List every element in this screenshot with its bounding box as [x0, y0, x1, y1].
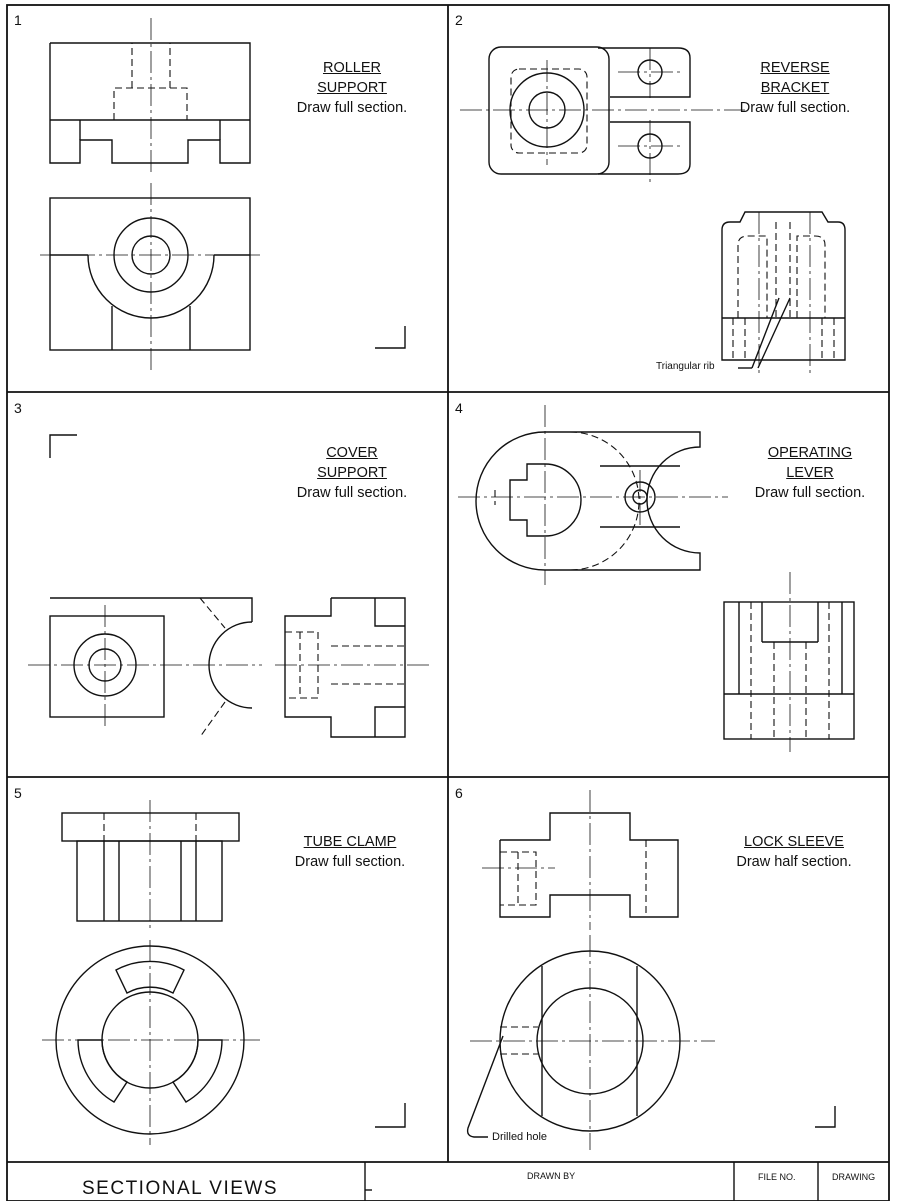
problem-title-line: LEVER — [786, 465, 834, 481]
reverse-bracket-top-view — [460, 46, 745, 185]
roller-support-corner-mark — [375, 326, 406, 349]
drawn-by-label: DRAWN BY — [527, 1171, 576, 1181]
problem-instruction: Draw full section. — [294, 854, 406, 870]
roller-support-top-view — [40, 183, 262, 372]
lock-sleeve-corner-mark — [815, 1106, 836, 1128]
lock-sleeve-front-view — [482, 790, 679, 930]
roller-support-label: ROLLER SUPPORT Draw full section. — [286, 58, 418, 118]
problem-title-line: LOCK SLEEVE — [744, 834, 844, 850]
file-no-label: FILE NO. — [758, 1172, 796, 1182]
problem-title-line: SUPPORT — [317, 80, 387, 96]
problem-instruction: Draw full section. — [739, 100, 851, 116]
title-block-lines — [364, 1162, 819, 1201]
cover-support-corner-mark — [49, 434, 77, 458]
problem-instruction: Draw full section. — [754, 485, 866, 501]
problem-number-3: 3 — [14, 400, 22, 416]
tube-clamp-top-view — [42, 940, 260, 1145]
roller-support-front-view — [49, 18, 251, 172]
cover-support-side-view — [275, 597, 430, 738]
problem-number-1: 1 — [14, 12, 22, 28]
lock-sleeve-top-view — [466, 935, 715, 1150]
problem-title-line: BRACKET — [760, 80, 830, 96]
problem-title-line: SUPPORT — [317, 465, 387, 481]
triangular-rib-note: Triangular rib — [656, 361, 715, 372]
tube-clamp-corner-mark — [375, 1103, 406, 1128]
problem-number-2: 2 — [455, 12, 463, 28]
tube-clamp-label: TUBE CLAMP Draw full section. — [282, 832, 418, 872]
problem-title-line: REVERSE — [760, 60, 830, 76]
sheet-frame — [6, 4, 890, 1201]
problem-instruction: Draw half section. — [736, 854, 852, 870]
lock-sleeve-label: LOCK SLEEVE Draw half section. — [724, 832, 864, 872]
operating-lever-label: OPERATING LEVER Draw full section. — [742, 443, 878, 503]
problem-instruction: Draw full section. — [296, 485, 408, 501]
drawing-label: DRAWING — [832, 1172, 876, 1182]
problem-number-6: 6 — [455, 785, 463, 801]
problem-title-line: TUBE CLAMP — [303, 834, 397, 850]
cover-support-label: COVER SUPPORT Draw full section. — [286, 443, 418, 503]
problem-number-5: 5 — [14, 785, 22, 801]
problem-title-line: ROLLER — [322, 60, 382, 76]
problem-instruction: Draw full section. — [296, 100, 408, 116]
reverse-bracket-label: REVERSE BRACKET Draw full section. — [728, 58, 862, 118]
problem-title-line: COVER — [326, 445, 378, 461]
operating-lever-top-view — [458, 405, 728, 585]
sheet-title: SECTIONAL VIEWS — [82, 1178, 278, 1199]
operating-lever-front-view — [723, 572, 855, 752]
drilled-hole-note: Drilled hole — [492, 1131, 548, 1143]
reverse-bracket-front-view — [721, 211, 846, 375]
problem-number-4: 4 — [455, 400, 463, 416]
tube-clamp-front-view — [61, 800, 240, 930]
problem-title-line: OPERATING — [767, 445, 853, 461]
cover-support-front-view — [28, 597, 262, 738]
